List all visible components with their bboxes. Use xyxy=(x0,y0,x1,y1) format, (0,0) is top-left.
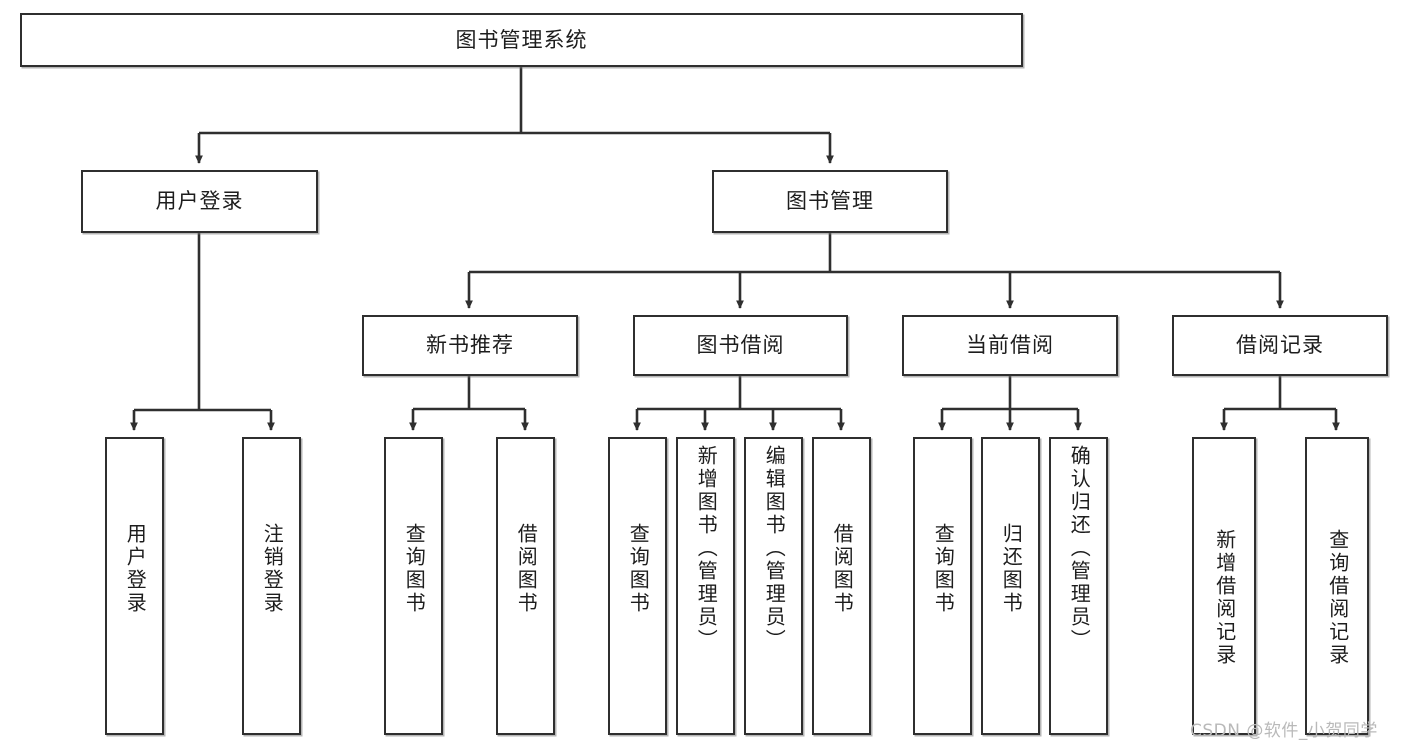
node-label: 新增借阅记录 xyxy=(1212,529,1237,667)
node-label: 借阅图书 xyxy=(830,523,855,615)
node-label: 借阅图书 xyxy=(514,523,539,615)
node-leaf-borrow-book-nb[interactable]: 借阅图书 xyxy=(496,437,555,735)
node-new-book-recommend[interactable]: 新书推荐 xyxy=(362,315,578,376)
node-leaf-borrow-book-bb[interactable]: 借阅图书 xyxy=(812,437,871,735)
node-label: 用户登录 xyxy=(155,189,244,214)
node-label: 图书管理 xyxy=(786,189,874,214)
node-user-login[interactable]: 用户登录 xyxy=(81,170,318,233)
node-leaf-edit-book-admin[interactable]: 编辑图书（管理员） xyxy=(744,437,803,735)
node-leaf-add-book-admin[interactable]: 新增图书（管理员） xyxy=(676,437,735,735)
watermark-text: CSDN @软件_小贺同学 xyxy=(1190,721,1378,741)
node-leaf-logout[interactable]: 注销登录 xyxy=(242,437,301,735)
node-label: 查询图书 xyxy=(626,523,651,615)
node-book-borrow[interactable]: 图书借阅 xyxy=(633,315,848,376)
node-leaf-confirm-return-admin[interactable]: 确认归还（管理员） xyxy=(1049,437,1108,735)
node-label: 编辑图书（管理员） xyxy=(762,445,787,652)
node-label: 查询借阅记录 xyxy=(1325,529,1350,667)
node-label: 图书管理系统 xyxy=(455,27,588,52)
node-leaf-return-book[interactable]: 归还图书 xyxy=(981,437,1040,735)
node-leaf-query-book-nb[interactable]: 查询图书 xyxy=(384,437,443,735)
node-leaf-query-book-bb[interactable]: 查询图书 xyxy=(608,437,667,735)
node-root-book-management-system[interactable]: 图书管理系统 xyxy=(20,13,1023,67)
node-borrow-record[interactable]: 借阅记录 xyxy=(1172,315,1388,376)
node-label: 当前借阅 xyxy=(966,333,1054,358)
node-label: 注销登录 xyxy=(260,523,285,615)
node-leaf-query-borrow-record[interactable]: 查询借阅记录 xyxy=(1305,437,1369,735)
node-leaf-user-login[interactable]: 用户登录 xyxy=(105,437,164,735)
node-label: 查询图书 xyxy=(931,523,956,615)
node-leaf-query-book-cb[interactable]: 查询图书 xyxy=(913,437,972,735)
node-label: 确认归还（管理员） xyxy=(1067,445,1092,652)
node-label: 用户登录 xyxy=(123,523,148,615)
node-label: 借阅记录 xyxy=(1236,333,1324,358)
node-current-borrow[interactable]: 当前借阅 xyxy=(902,315,1118,376)
node-label: 新书推荐 xyxy=(426,333,514,358)
node-label: 查询图书 xyxy=(402,523,427,615)
node-leaf-add-borrow-record[interactable]: 新增借阅记录 xyxy=(1192,437,1256,735)
node-label: 新增图书（管理员） xyxy=(694,445,719,652)
node-book-management[interactable]: 图书管理 xyxy=(712,170,948,233)
node-label: 图书借阅 xyxy=(696,333,785,358)
node-label: 归还图书 xyxy=(999,523,1024,615)
